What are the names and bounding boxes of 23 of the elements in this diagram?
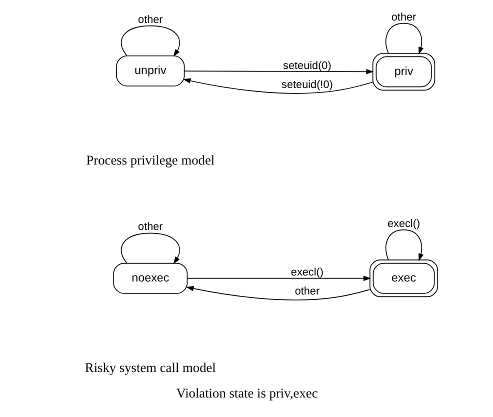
edge-label: other bbox=[294, 286, 320, 298]
node-box: unpriv bbox=[116, 55, 184, 86]
node-box: priv bbox=[372, 52, 435, 91]
arrow bbox=[186, 286, 370, 300]
arrow bbox=[120, 25, 180, 57]
edge-label: execl() bbox=[290, 266, 324, 278]
label: Process privilege model bbox=[86, 152, 214, 168]
caption: Violation state is priv,exec bbox=[176, 386, 318, 401]
arrow bbox=[385, 229, 424, 262]
edge-label: seteuid(!0) bbox=[281, 79, 332, 92]
edge-label: execl() bbox=[386, 218, 420, 230]
edge-label: other bbox=[390, 11, 416, 24]
edge-label: seteuid(0) bbox=[282, 60, 331, 72]
arrow bbox=[120, 232, 180, 264]
arrow bbox=[186, 276, 371, 281]
label: Risky system call model bbox=[84, 360, 216, 375]
edge-label: other bbox=[138, 221, 162, 234]
node-box: noexec bbox=[112, 262, 188, 294]
arrow bbox=[184, 69, 374, 74]
node-box: exec bbox=[369, 260, 438, 298]
arrow bbox=[182, 78, 373, 94]
arrow bbox=[385, 22, 424, 55]
edge-label: other bbox=[138, 14, 162, 26]
